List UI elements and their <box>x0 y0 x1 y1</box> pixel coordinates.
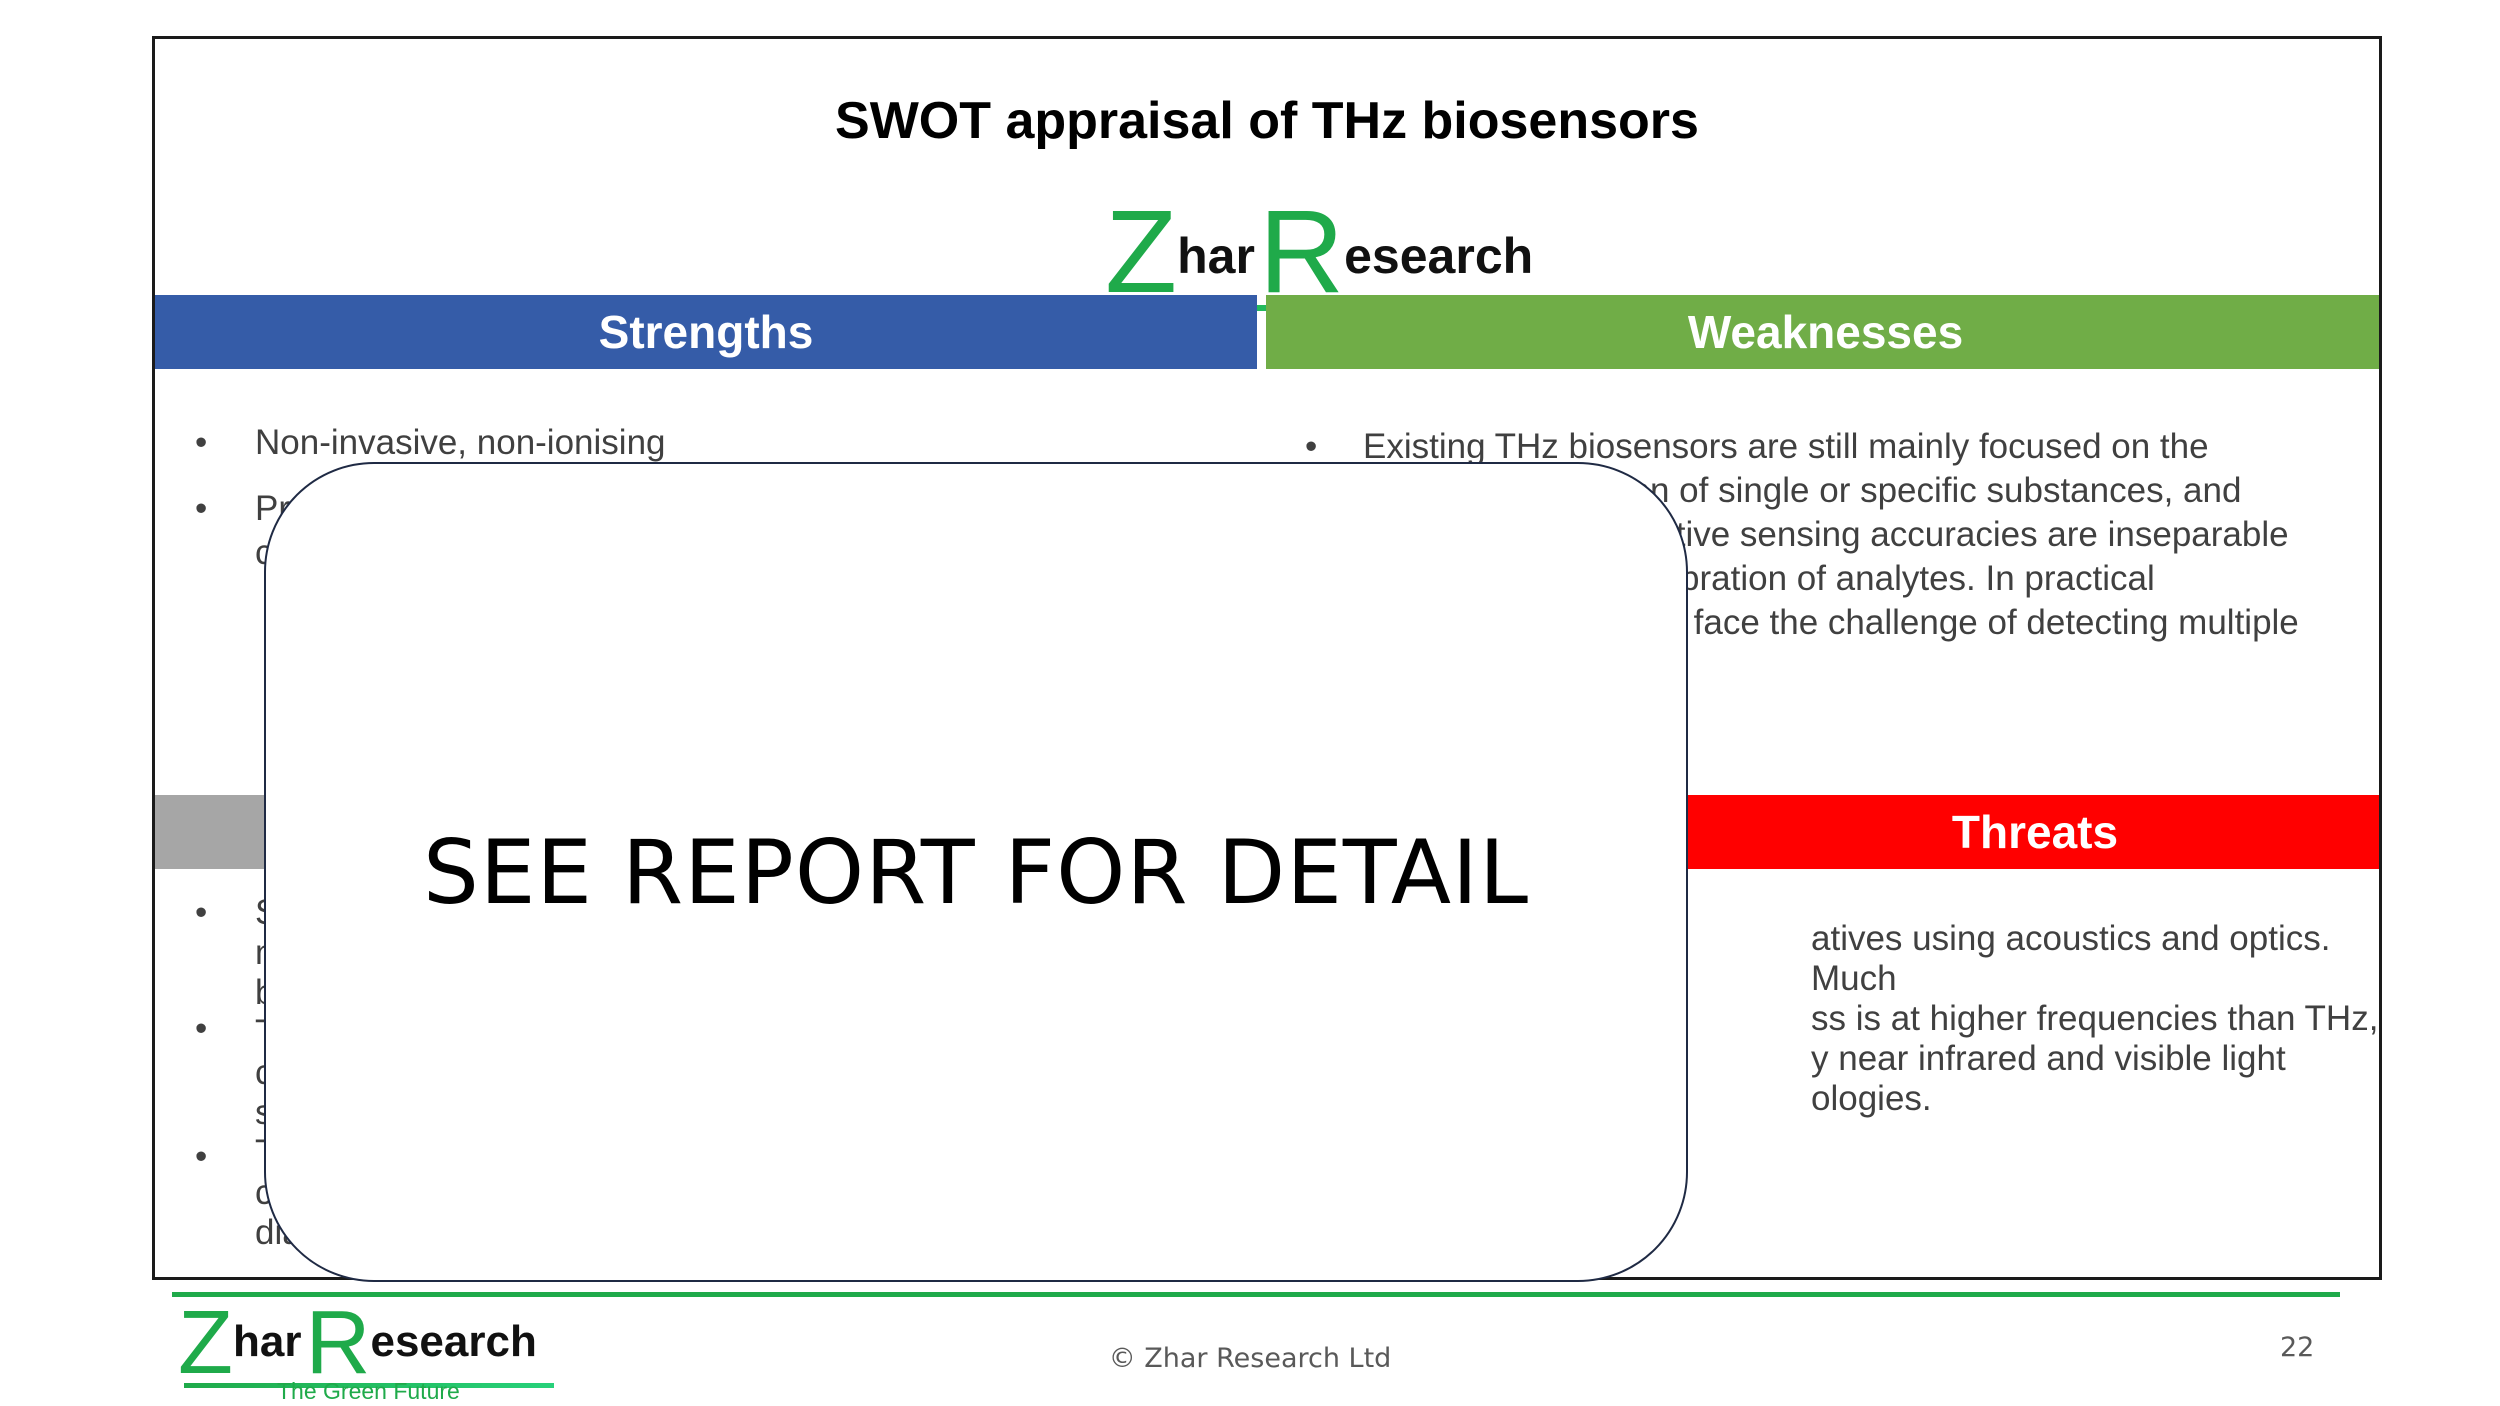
see-report-overlay: SEE REPORT FOR DETAIL <box>264 462 1688 1282</box>
brand-tagline: The Green Future <box>277 1378 460 1404</box>
slide-title: SWOT appraisal of THz biosensors <box>835 92 1699 150</box>
logo-text-har: har <box>1177 228 1255 284</box>
weaknesses-heading: Weaknesses <box>1687 306 1964 358</box>
opportunity-bullet: • <box>195 1137 208 1176</box>
strengths-header: Strengths <box>155 295 1257 369</box>
threats-header: Threats <box>1685 795 2379 869</box>
page-number: 22 <box>2280 1332 2315 1363</box>
footer-logo: Z har R esearch <box>178 1293 554 1393</box>
logo-letter-z: Z <box>1105 186 1178 318</box>
weakness-line: Existing THz biosensors are still mainly… <box>1363 427 2209 466</box>
weakness-line: tion of single or specific substances, a… <box>1613 471 2242 510</box>
logo-letter-z: Z <box>178 1293 233 1393</box>
threats-text: atives using acoustics and optics. Much … <box>1625 919 2379 1119</box>
weaknesses-text: • Existing THz biosensors are still main… <box>1305 425 2367 645</box>
logo-letter-r: R <box>1258 186 1345 318</box>
opportunity-bullet: • <box>195 893 208 932</box>
slide-frame: SWOT appraisal of THz biosensors Z har R… <box>152 36 2382 1280</box>
strength-item: Non-invasive, non-ionising <box>195 421 1195 465</box>
threat-line: ss is at higher frequencies than THz, <box>1811 999 2379 1038</box>
weakness-bullet: • <box>1305 427 1318 466</box>
logo-text-esearch: esearch <box>370 1317 537 1366</box>
opportunity-bullet: • <box>195 1009 208 1048</box>
weakness-line: nsitive sensing accuracies are inseparab… <box>1631 515 2289 554</box>
strengths-heading: Strengths <box>598 306 814 358</box>
logo-underline <box>184 1383 554 1388</box>
footer-rule <box>172 1292 2340 1297</box>
threats-heading: Threats <box>1951 806 2119 858</box>
logo-text-har: har <box>232 1317 302 1366</box>
logo-text-esearch: esearch <box>1344 228 1534 284</box>
threat-line: ologies. <box>1811 1079 1932 1118</box>
logo-letter-r: R <box>305 1293 371 1393</box>
header-logo: Z har R esearch <box>1105 191 1533 311</box>
weaknesses-header: Weaknesses <box>1266 295 2379 369</box>
threat-line: atives using acoustics and optics. Much <box>1811 919 2331 998</box>
weakness-line: alibration of analytes. In practical <box>1645 559 2155 598</box>
copyright-text: © Zhar Research Ltd <box>1108 1343 1392 1374</box>
overlay-text: SEE REPORT FOR DETAIL <box>422 820 1530 924</box>
weakness-line: en face the challenge of detecting multi… <box>1645 603 2299 642</box>
threat-line: y near infrared and visible light <box>1811 1039 2286 1078</box>
